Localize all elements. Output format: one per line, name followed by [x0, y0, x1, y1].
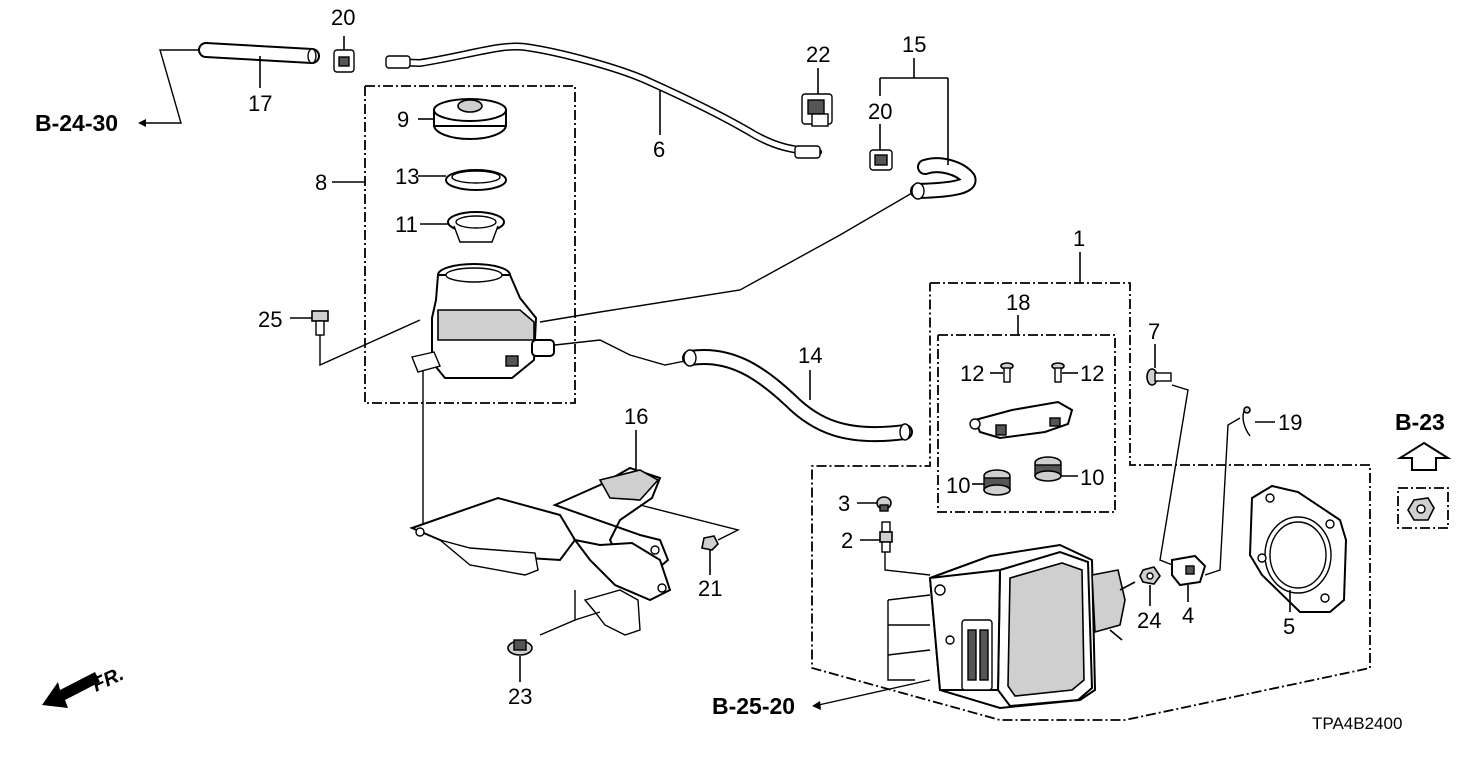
callout-10-left: 10	[946, 473, 970, 498]
callout-23: 23	[508, 684, 532, 709]
part-22-clamp[interactable]	[801, 68, 833, 127]
modulator-box-1	[811, 252, 1371, 721]
part-23-bolt[interactable]	[507, 639, 533, 682]
front-direction-marker: FR.	[42, 663, 127, 708]
part-20-clamp-top[interactable]	[333, 36, 355, 73]
front-label: FR.	[89, 663, 127, 697]
part-9-cap[interactable]	[418, 98, 507, 140]
part-12-screw-left[interactable]	[990, 362, 1014, 383]
callout-8: 8	[315, 170, 327, 195]
reference-b-24-30-group: B-24-30	[35, 49, 205, 136]
callout-25: 25	[258, 307, 282, 332]
part-10-grommet-left[interactable]	[972, 469, 1011, 496]
part-3-fitting[interactable]	[857, 496, 892, 512]
part-15-hose[interactable]	[879, 58, 977, 200]
part-14-hose[interactable]	[554, 339, 913, 443]
part-20-clamp-right[interactable]	[869, 124, 893, 171]
arrow-up-icon	[1396, 441, 1452, 471]
reservoir-box-8	[332, 85, 576, 404]
callout-1: 1	[1073, 226, 1085, 251]
part-13-seal[interactable]	[418, 169, 507, 191]
callout-12-left: 12	[960, 361, 984, 386]
reservoir-tank[interactable]	[411, 263, 555, 379]
part-24-nut[interactable]	[1139, 566, 1161, 606]
part-12-screw-right[interactable]	[1051, 362, 1078, 383]
kit-box-18	[937, 315, 1116, 513]
callout-3: 3	[838, 491, 850, 516]
part-10-grommet-right[interactable]	[1034, 456, 1078, 482]
callout-12-right: 12	[1080, 361, 1104, 386]
callout-13: 13	[395, 164, 419, 189]
part-7-bolt[interactable]	[1146, 344, 1189, 569]
callout-2: 2	[841, 528, 853, 553]
callout-18: 18	[1006, 290, 1030, 315]
callout-22: 22	[806, 42, 830, 67]
front-arrow-icon	[42, 672, 100, 708]
callout-9: 9	[397, 107, 409, 132]
part-21-nut[interactable]	[701, 535, 719, 575]
part-5-gasket[interactable]	[1248, 484, 1348, 613]
part-2-fitting[interactable]	[860, 521, 931, 576]
callout-17: 17	[248, 91, 272, 116]
part-6-pipe[interactable]	[385, 42, 822, 159]
callout-20-top: 20	[331, 5, 355, 30]
callout-6: 6	[653, 137, 665, 162]
callout-10-right: 10	[1080, 465, 1104, 490]
callout-20-right: 20	[868, 99, 892, 124]
reference-b-25-20[interactable]: B-25-20	[712, 693, 795, 719]
callout-19: 19	[1278, 410, 1302, 435]
kit-sensor-part[interactable]	[969, 400, 1074, 440]
diagram-code: TPA4B2400	[1312, 714, 1402, 733]
reference-b-24-30[interactable]: B-24-30	[35, 110, 118, 136]
part-16-bracket[interactable]	[409, 430, 740, 636]
callout-4: 4	[1182, 603, 1194, 628]
reference-b-23-group: B-23	[1395, 409, 1452, 529]
reference-b-23[interactable]: B-23	[1395, 409, 1445, 435]
callout-24: 24	[1137, 608, 1161, 633]
part-17-hose[interactable]	[198, 42, 320, 88]
callout-15: 15	[902, 32, 926, 57]
callout-11: 11	[395, 212, 418, 237]
callout-21: 21	[698, 576, 722, 601]
part-25-bolt[interactable]	[290, 310, 421, 367]
modulator-unit[interactable]	[887, 543, 1136, 710]
part-11-strainer[interactable]	[420, 211, 505, 243]
part-4-bracket[interactable]	[1171, 554, 1207, 602]
callout-14: 14	[798, 343, 822, 368]
part-19-pin[interactable]	[1204, 406, 1275, 576]
callout-7: 7	[1148, 319, 1160, 344]
callout-16: 16	[624, 404, 648, 429]
callout-5: 5	[1283, 614, 1295, 639]
reference-b-25-20-group: B-25-20	[712, 679, 931, 719]
